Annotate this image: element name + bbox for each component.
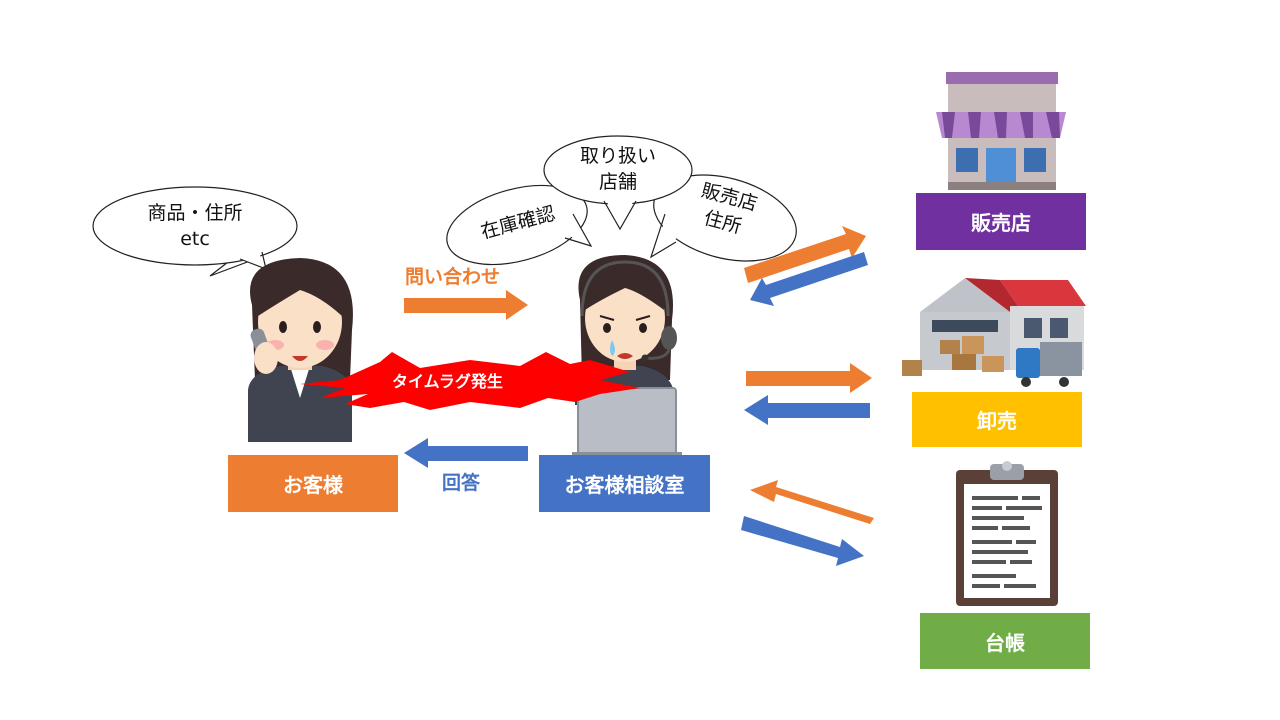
inquiry-label: 問い合わせ: [405, 266, 501, 288]
timelag-label: タイムラグ発生: [392, 372, 503, 391]
customer-speech-bubble: [92, 186, 298, 277]
customer-box: お客様: [228, 455, 398, 512]
store-building-illustration: [936, 72, 1066, 190]
store-request-arrow: [744, 226, 866, 283]
ledger-reply-arrow: [741, 516, 864, 566]
customer-bubble-line2: etc: [180, 228, 210, 250]
stock-check-speech-bubble: [446, 184, 593, 266]
store-box: 販売店: [916, 193, 1086, 250]
handling-stores-line1: 取り扱い: [579, 145, 656, 167]
handling-stores-speech-bubble: [543, 135, 693, 231]
store-reply-arrow: [750, 252, 868, 306]
ledger-box: 台帳: [920, 613, 1090, 669]
customer-bubble-line1: 商品・住所: [147, 202, 243, 224]
wholesale-reply-arrow: [744, 395, 870, 425]
consultation-room-box: お客様相談室: [539, 455, 710, 512]
customer-illustration: [248, 258, 353, 442]
timelag-burst: [300, 352, 640, 410]
handling-stores-line2: 店舗: [598, 171, 637, 193]
laptop-illustration: [572, 387, 682, 458]
warehouse-illustration: [902, 278, 1086, 387]
wholesale-box: 卸売: [912, 392, 1082, 447]
answer-arrow: [404, 438, 528, 468]
handling-stores-bubble-text: 取り扱い 店舗: [560, 143, 676, 195]
inquiry-arrow: [404, 290, 528, 320]
customer-bubble-text: 商品・住所 etc: [115, 200, 275, 252]
wholesale-request-arrow: [746, 363, 872, 393]
answer-label: 回答: [442, 472, 481, 494]
ledger-request-arrow: [750, 480, 874, 524]
clipboard-illustration: [956, 461, 1058, 606]
